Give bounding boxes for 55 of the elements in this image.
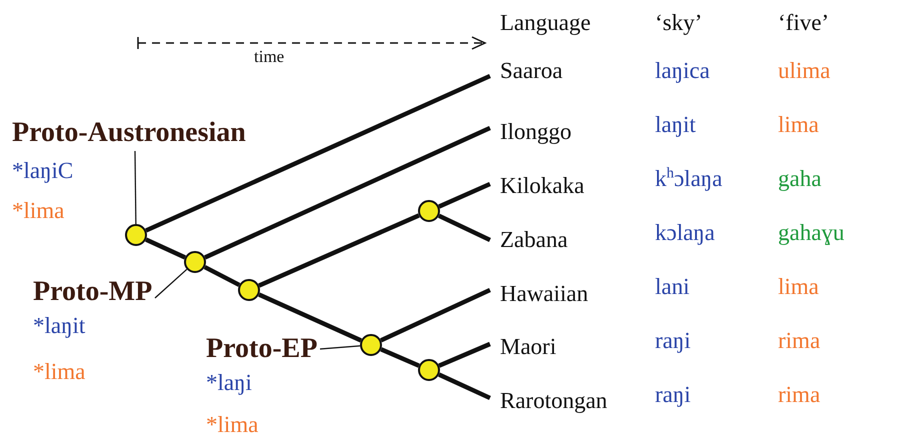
word-sky: laŋica: [655, 59, 710, 82]
tree-branch: [438, 214, 491, 242]
word-sky: laŋit: [655, 113, 696, 136]
language-name: Kilokaka: [490, 170, 584, 201]
ancestor-node: [360, 334, 382, 356]
leader-line: [320, 345, 360, 350]
ancestor-node: [418, 359, 440, 381]
word-sky: raŋi: [655, 383, 691, 406]
reconstructed-form: *lima: [206, 413, 258, 436]
word-five: lima: [778, 275, 819, 298]
reconstructed-form: *laŋit: [33, 314, 86, 337]
proto-language-name: Proto-MP: [33, 278, 152, 306]
ancestor-node: [418, 200, 440, 222]
word-five: ulima: [778, 59, 830, 82]
proto-language-name: Proto-Austronesian: [12, 119, 246, 147]
leader-line: [154, 268, 188, 298]
language-name: Ilonggo: [490, 116, 572, 147]
tree-branch: [380, 347, 420, 368]
word-sky: kɔlaŋa: [655, 221, 715, 244]
word-five: rima: [778, 329, 820, 352]
reconstructed-form: *lima: [33, 360, 86, 383]
proto-language-name: Proto-EP: [206, 335, 318, 363]
tree-branch: [204, 126, 491, 260]
ancestor-node: [238, 279, 260, 301]
language-name: Maori: [490, 331, 556, 362]
column-header: Language: [500, 11, 591, 34]
language-name: Hawaiian: [490, 278, 588, 309]
language-name: Zabana: [490, 224, 568, 255]
word-five: gaha: [778, 167, 822, 190]
word-sky: raŋi: [655, 329, 691, 352]
reconstructed-form: *lima: [12, 199, 64, 222]
tree-branch: [258, 213, 420, 288]
tree-branch: [438, 342, 491, 368]
tree-branch: [204, 265, 240, 287]
ancestor-node: [184, 251, 206, 273]
tree-branch: [438, 372, 491, 400]
ancestor-node: [125, 224, 147, 246]
word-five: lima: [778, 113, 819, 136]
tree-branch: [380, 288, 491, 342]
language-name: Saaroa: [490, 55, 563, 86]
column-header: ‘five’: [778, 11, 830, 34]
tree-branch: [258, 292, 362, 343]
word-five: gahaɣu: [778, 221, 844, 244]
leader-line: [134, 151, 136, 224]
word-sky: k$^{h}$ɔlaŋa: [655, 167, 722, 190]
word-five: rima: [778, 383, 820, 406]
tree-branch: [438, 182, 491, 209]
reconstructed-form: *laŋiC: [12, 159, 74, 182]
column-header: ‘sky’: [655, 11, 702, 34]
word-sky: lani: [655, 275, 690, 298]
axis-label: time: [254, 48, 284, 65]
language-name: Rarotongan: [490, 385, 608, 416]
tree-branch: [145, 74, 491, 233]
reconstructed-form: *laŋi: [206, 371, 252, 394]
tree-branch: [145, 238, 186, 260]
